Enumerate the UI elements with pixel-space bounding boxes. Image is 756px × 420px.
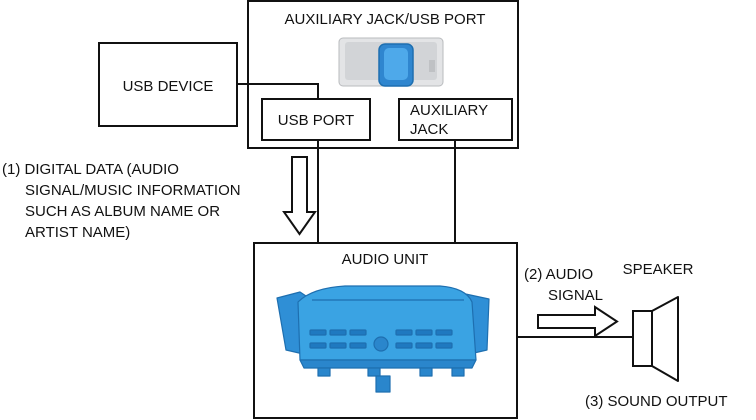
digital-data-line1: (1) DIGITAL DATA (AUDIO [2, 161, 179, 178]
usb-device-label: USB DEVICE [123, 78, 214, 95]
audio-signal-arrow [537, 305, 619, 338]
usb-port-box [261, 98, 371, 141]
aux-usb-port-box [247, 0, 519, 149]
digital-data-line2: SIGNAL/MUSIC INFORMATION [25, 182, 241, 199]
auxiliary-jack-label-line2: JACK [410, 121, 448, 138]
digital-data-line3: SUCH AS ALBUM NAME OR [25, 203, 220, 220]
audio-signal-line1: (2) AUDIO [524, 266, 593, 283]
auxiliary-jack-label-line1: AUXILIARY [410, 102, 488, 119]
usb-port-label: USB PORT [278, 112, 354, 129]
auxiliary-jack-box [398, 98, 513, 141]
audio-unit-label: AUDIO UNIT [342, 251, 429, 268]
aux-usb-port-title: AUXILIARY JACK/USB PORT [285, 11, 486, 28]
audio-signal-line2: SIGNAL [548, 287, 603, 304]
digital-data-line4: ARTIST NAME) [25, 224, 130, 241]
digital-data-arrow [282, 156, 317, 236]
usb-device-connector [237, 83, 319, 99]
sound-output-label: (3) SOUND OUTPUT [585, 393, 728, 410]
aux-usb-port-image [338, 37, 444, 87]
audio-unit-box [253, 242, 518, 419]
speaker-icon [632, 296, 679, 382]
audio-unit-image [276, 285, 490, 393]
speaker-label: SPEAKER [623, 261, 694, 278]
